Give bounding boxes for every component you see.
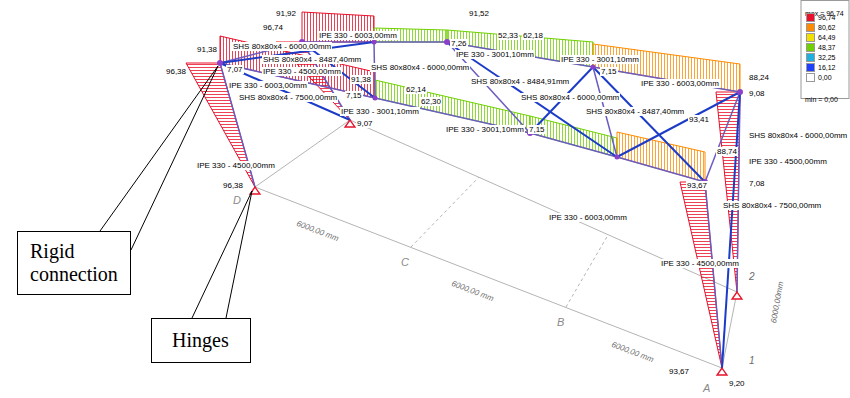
grid-label: C [400,256,410,268]
member-label: SHS 80x80x4 - 7500,00mm [722,201,822,210]
member-label: SHS 80x80x4 - 8484,91mm [470,77,570,86]
joint-dots [217,39,743,185]
grid-label: 6000,00mm [769,280,786,325]
member-label: SHS 80x80x4 - 8487,40mm [262,55,362,64]
legend-swatch [806,43,815,52]
callout-box: Hinges [151,318,251,363]
legend-text: 64,49 [818,33,836,42]
grid-label: B [556,316,565,328]
value-label: 93,67 [668,367,690,376]
legend-text: 48,37 [818,43,836,52]
legend-min: min = 0,00 [804,96,839,103]
value-label: 7,07 [226,65,244,74]
member-label: IPE 330 - 4500,00mm [262,67,342,76]
member-label: IPE 330 - 4500,00mm [748,157,828,166]
member-label: IPE 330 - 6003,00mm [318,31,398,40]
legend-swatch [806,73,815,82]
value-label: 88,74 [716,147,738,156]
value-label: 91,52 [468,9,490,18]
ipe-members [220,42,740,368]
legend-swatch [806,23,815,32]
value-label: 7,15 [600,67,618,76]
value-label: 96,38 [165,67,187,76]
member-label: SHS 80x80x4 - 6000,00mm [370,63,470,72]
member-label: IPE 330 - 4500,00mm [660,259,740,268]
moment-diagram [186,12,740,368]
value-label: 9,07 [356,119,374,128]
legend-text: 96,74 [818,13,836,22]
callout-text: Hinges [172,329,230,352]
member-label: SHS 80x80x4 - 6000,00mm [520,93,620,102]
member-label: SHS 80x80x4 - 7500,00mm [238,93,338,102]
member-label: IPE 330 - 3001,10mm [340,107,420,116]
value-label: 7,26 [450,39,468,48]
member-label: SHS 80x80x4 - 6000,00mm [748,131,848,140]
value-label: 7,15 [345,91,363,100]
member-label: IPE 330 - 3001,10mm [455,50,535,59]
value-label: 93,41 [688,115,710,124]
member-label: SHS 80x80x4 - 8487,40mm [585,107,685,116]
grid-label: 6000,00 mm [294,219,341,244]
member-label: SHS 80x80x4 - 6000,00mm [232,42,332,51]
value-label: 62,14 [405,85,427,94]
value-label: 88,24 [748,73,770,82]
shs-bracing [220,42,740,368]
member-label: IPE 330 - 6003,00mm [228,81,308,90]
member-label: IPE 330 - 3001,10mm [445,125,525,134]
grid-label: 2 [748,271,756,282]
value-label: 93,67 [686,181,708,190]
value-label: 62,30 [420,97,442,106]
legend-swatch [806,53,815,62]
value-label: 62,18 [522,31,544,40]
hinge-supports [250,120,742,375]
legend-text: 0,00 [818,73,832,82]
value-label: 96,38 [222,181,244,190]
legend-text: 32,25 [818,53,836,62]
ground-grid [255,120,737,368]
value-label: 91,38 [350,75,372,84]
callout-box: Rigid connection [17,231,131,295]
legend-text: 80,62 [818,23,836,32]
value-label: 7,15 [528,125,546,134]
value-label: 52,33 [497,31,519,40]
grid-label: A [702,382,711,394]
grid-label: D [232,194,242,206]
value-label: 91,38 [196,45,218,54]
legend-frame [801,1,849,99]
value-label: 91,92 [275,9,297,18]
legend-swatch [806,13,815,22]
grid-label: 1 [748,355,756,366]
callout-text: Rigid connection [30,240,118,286]
value-label: 9,20 [728,379,746,388]
member-label: IPE 330 - 6003,00mm [548,213,628,222]
legend-swatch [806,33,815,42]
grid-label: 6000,00 mm [609,340,656,365]
legend-swatch [806,63,815,72]
grid-label: 6000,00 mm [449,279,496,304]
legend-text: 16,12 [818,63,836,72]
value-label: 7,08 [748,179,766,188]
member-label: IPE 330 - 4500,00mm [196,161,276,170]
value-label: 96,74 [262,23,284,32]
value-label: 9,08 [748,89,766,98]
member-label: IPE 330 - 3001,10mm [560,55,640,64]
member-label: IPE 330 - 6003,00mm [640,79,720,88]
